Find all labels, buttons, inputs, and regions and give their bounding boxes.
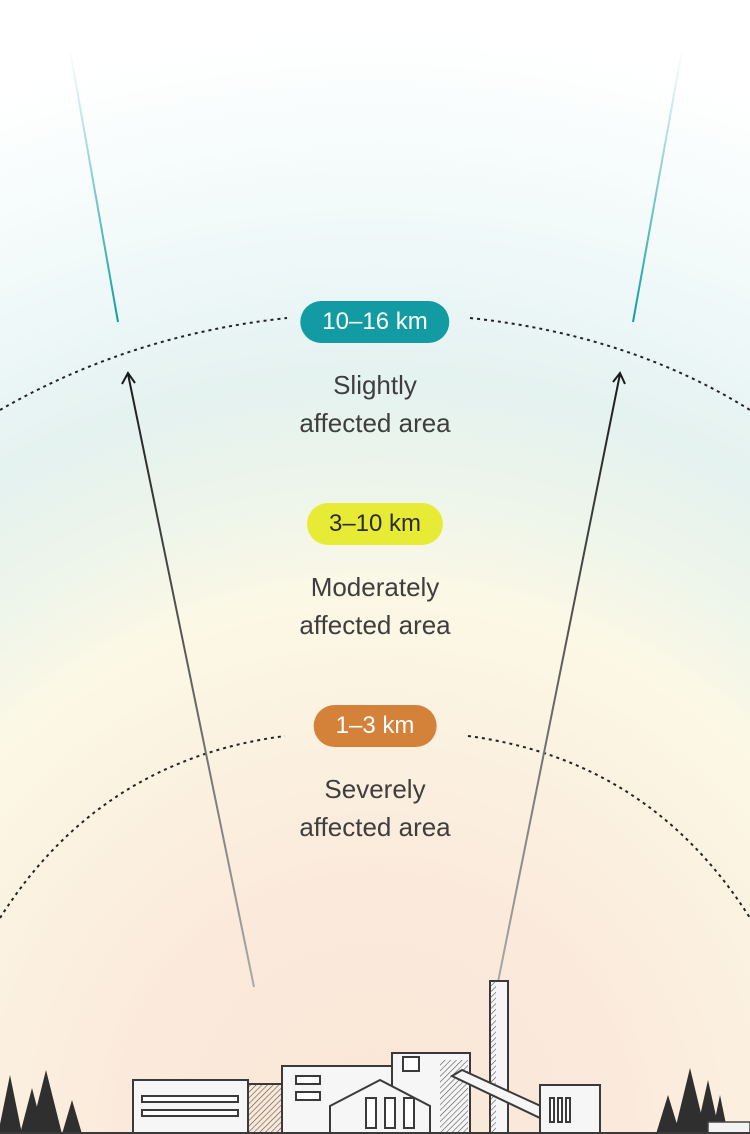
arrowhead-left-icon bbox=[121, 371, 136, 385]
boundary-line-right bbox=[632, 49, 683, 323]
zone-label-line2: affected area bbox=[299, 812, 451, 842]
zone-label-line2: affected area bbox=[299, 408, 451, 438]
boundary-line-left bbox=[69, 49, 119, 323]
arrowhead-right-icon bbox=[612, 371, 626, 385]
outer-zone-arc-left bbox=[0, 317, 288, 411]
range-badge-slightly: 10–16 km bbox=[300, 301, 450, 343]
outer-zone-arc-right bbox=[469, 317, 750, 411]
zone-label-slightly: Slightly affected area bbox=[200, 366, 550, 442]
zone-label-line1: Slightly bbox=[333, 370, 417, 400]
range-badge-moderately: 3–10 km bbox=[306, 503, 444, 545]
pine-tree-icon bbox=[656, 1068, 750, 1134]
distance-arrow-left bbox=[127, 373, 255, 988]
pine-tree-icon bbox=[0, 1070, 82, 1134]
zone-label-line1: Moderately bbox=[310, 572, 440, 602]
range-badge-severely: 1–3 km bbox=[313, 705, 437, 747]
distance-arrow-right bbox=[496, 373, 621, 988]
zone-label-line2: affected area bbox=[299, 610, 451, 640]
zone-label-severely: Severely affected area bbox=[200, 770, 550, 846]
inner-zone-arc-left bbox=[0, 735, 286, 919]
zone-label-line1: Severely bbox=[324, 774, 426, 804]
zone-label-moderately: Moderately affected area bbox=[200, 568, 550, 644]
factory-icon bbox=[0, 980, 750, 1134]
